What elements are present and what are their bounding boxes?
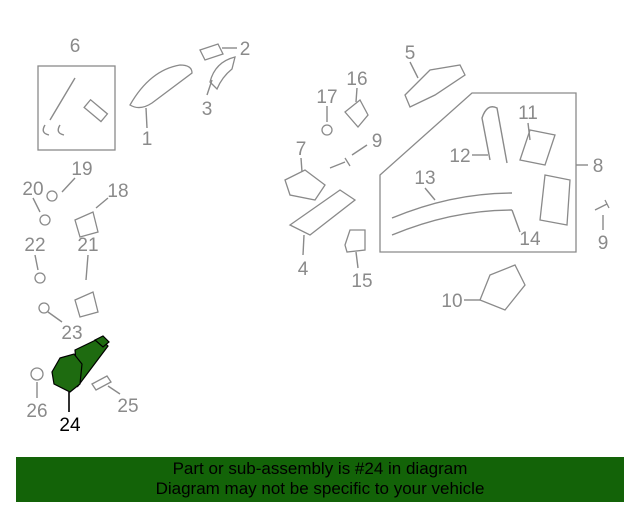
callout-1[interactable]: 1 [142,129,153,150]
callout-21[interactable]: 21 [77,235,98,256]
callout-18[interactable]: 18 [107,181,128,202]
callout-9-b[interactable]: 9 [598,233,609,254]
callout-26[interactable]: 26 [26,401,47,422]
leader-lines [32,47,604,398]
callout-7[interactable]: 7 [296,139,307,160]
callout-17[interactable]: 17 [316,87,337,108]
callout-19[interactable]: 19 [71,159,92,180]
part-4-handle-base [288,189,357,236]
part-11-protector [519,129,556,166]
part-20-bolt [46,190,58,202]
callout-6[interactable]: 6 [70,36,81,57]
part-6-box [37,65,116,151]
callout-23[interactable]: 23 [61,323,82,344]
part-9-screw [329,157,351,169]
callout-2[interactable]: 2 [240,39,251,60]
part-3-cover [209,56,236,91]
part-19-bolt [39,214,51,226]
callout-20[interactable]: 20 [22,179,43,200]
callout-25[interactable]: 25 [117,396,138,417]
part-7-inner-handle [284,169,326,201]
part-15-cap [344,229,366,253]
callout-10[interactable]: 10 [441,291,462,312]
callout-13[interactable]: 13 [414,168,435,189]
part-9-screw-2 [594,199,610,211]
callout-9[interactable]: 9 [372,131,383,152]
callout-4[interactable]: 4 [298,259,309,280]
part-5-bracket [404,64,466,108]
part-8-box [379,92,577,253]
part-23-bolt [38,302,50,314]
callout-11[interactable]: 11 [518,103,538,124]
callout-15[interactable]: 15 [351,271,372,292]
part-26-nut [30,367,44,381]
part-2-cap [199,43,224,61]
callout-8[interactable]: 8 [593,156,604,177]
part-13-cable [391,192,513,236]
part-22-bolt [34,272,46,284]
part-1-outer-handle [129,64,193,109]
part-17-nut [321,124,333,136]
banner-line-2: Diagram may not be specific to your vehi… [155,479,485,498]
part-16-clip [344,99,369,129]
callout-3[interactable]: 3 [202,99,213,120]
info-banner: Part or sub-assembly is #24 in diagram D… [16,457,624,502]
callout-22[interactable]: 22 [24,235,45,256]
callout-5[interactable]: 5 [405,43,416,64]
callout-12[interactable]: 12 [449,146,470,167]
banner-line-1: Part or sub-assembly is #24 in diagram [172,459,468,478]
part-21-hinge [74,291,99,318]
part-18-hinge [74,211,99,238]
part-6-key-cylinder [42,77,109,136]
part-24-door-checker [51,335,110,393]
part-25-bolt [91,375,112,391]
part-10-striker [479,264,526,311]
part-14-latch [539,174,571,226]
part-12-rod [481,106,508,164]
callout-24[interactable]: 24 [59,415,81,436]
callout-16[interactable]: 16 [346,69,367,90]
callout-14[interactable]: 14 [519,229,541,250]
